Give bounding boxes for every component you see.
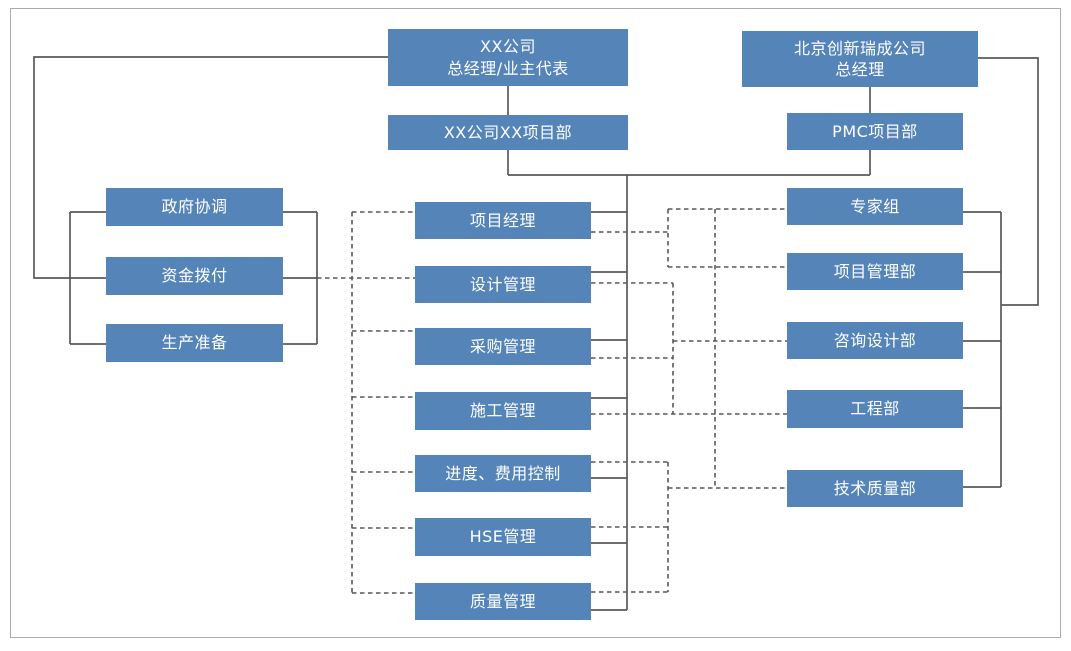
connector-left-group-bracket [283, 211, 318, 345]
box-quality-mgmt: 质量管理 [415, 583, 591, 620]
box-procurement-mgmt: 采购管理 [415, 328, 591, 365]
box-owner-project-dept: XX公司XX项目部 [388, 115, 628, 150]
box-tech-quality-dept: 技术质量部 [787, 470, 963, 507]
box-project-manager: 项目经理 [415, 202, 591, 239]
box-pmc-project-dept: PMC项目部 [787, 113, 963, 150]
box-hse-mgmt: HSE管理 [415, 518, 591, 556]
connector-left-dashed-spine [317, 211, 415, 594]
connector-trunk-stubs [591, 211, 627, 611]
connector-pmc-right-group [963, 57, 1039, 488]
box-consulting-design-dept: 咨询设计部 [787, 322, 963, 359]
box-design-mgmt: 设计管理 [415, 266, 591, 303]
box-production-prep: 生产准备 [106, 324, 283, 362]
connector-owner-left-group [33, 56, 388, 345]
box-pmc-gm: 北京创新瑞成公司 总经理 [742, 31, 978, 87]
box-engineering-dept: 工程部 [787, 390, 963, 428]
solid-connectors [33, 56, 1039, 611]
connector-right-dashed-mesh [591, 208, 787, 593]
box-project-mgmt-dept: 项目管理部 [787, 253, 963, 290]
dashed-connectors [317, 208, 787, 594]
connector-hierarchy-trunk [507, 86, 871, 610]
box-construction-mgmt: 施工管理 [415, 392, 591, 430]
box-gov-coordination: 政府协调 [106, 188, 283, 226]
box-schedule-cost-control: 进度、费用控制 [415, 455, 591, 492]
box-fund-allocation: 资金拨付 [106, 257, 283, 295]
diagram-border [10, 8, 1061, 638]
box-owner-gm: XX公司 总经理/业主代表 [388, 29, 628, 86]
box-expert-group: 专家组 [787, 188, 963, 225]
